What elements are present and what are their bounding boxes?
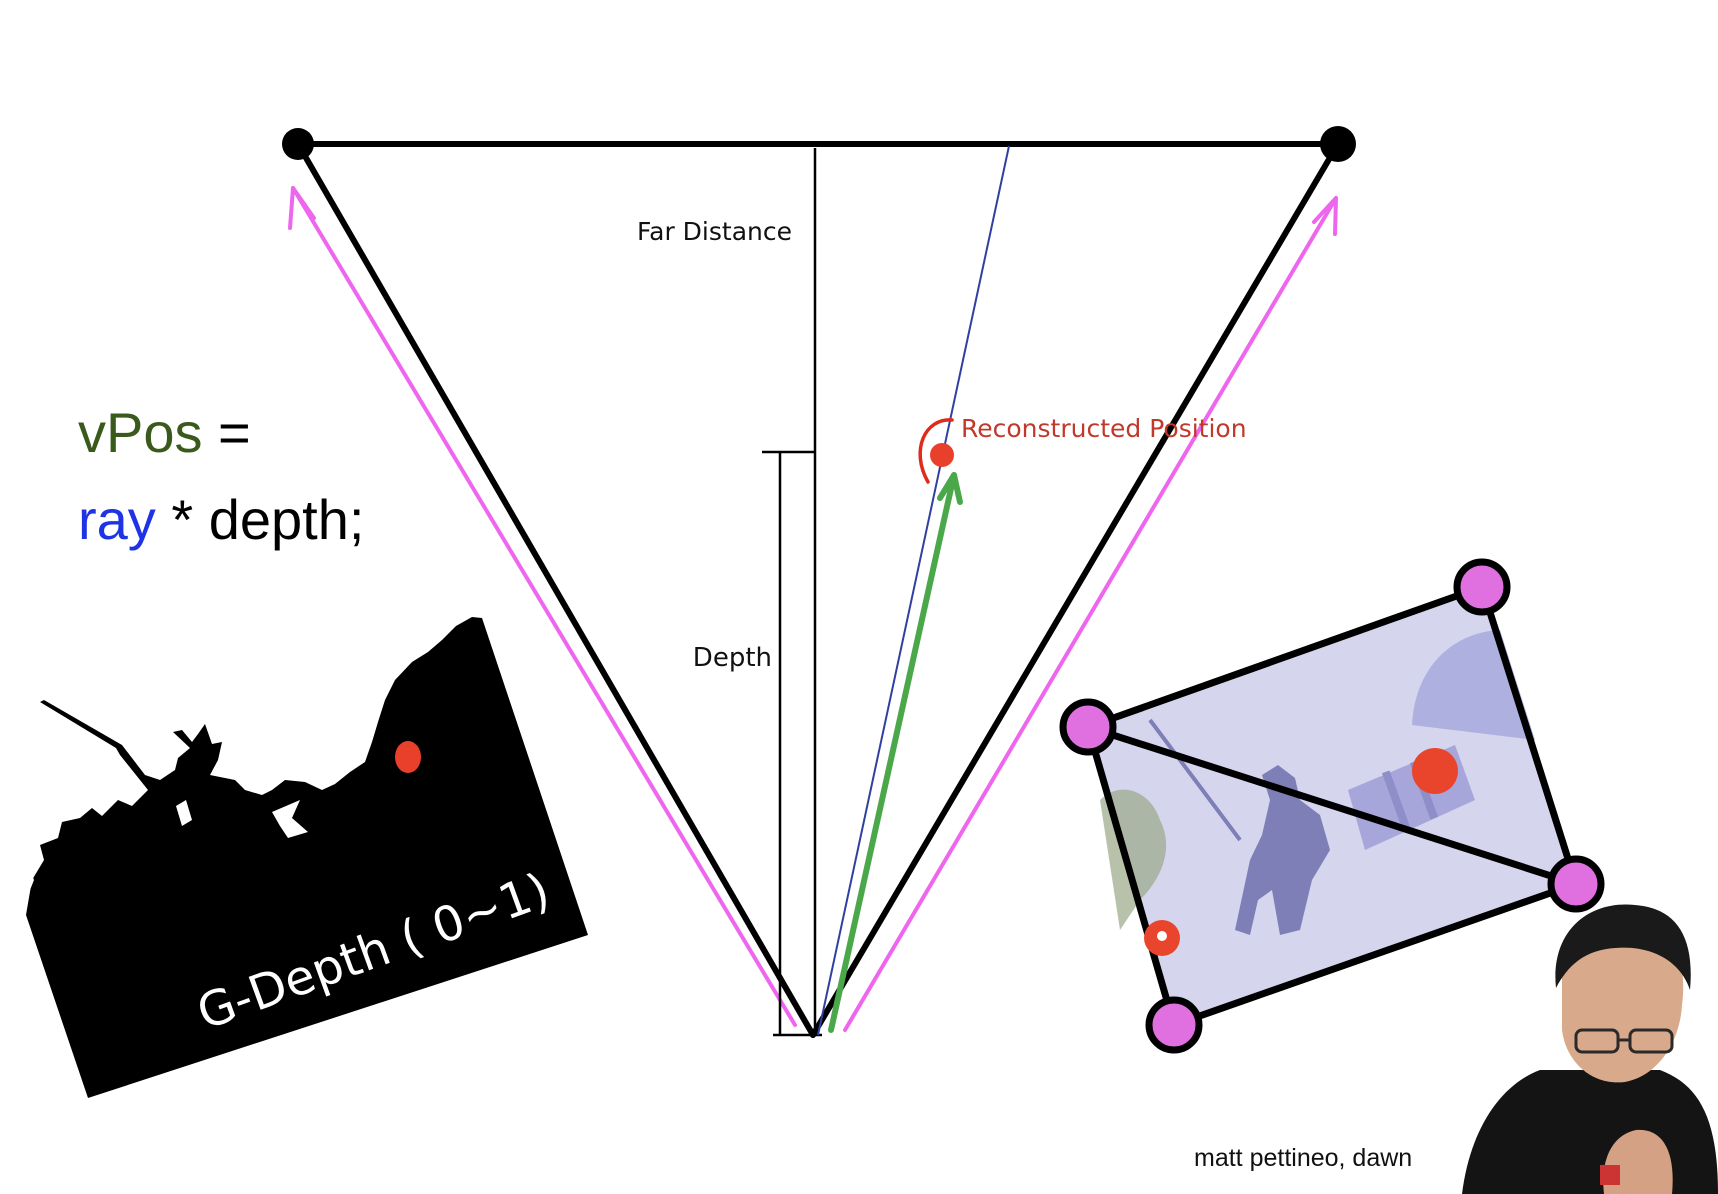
render-statue	[1235, 765, 1330, 935]
code-line-1: vPos =	[78, 405, 251, 461]
presenter-glasses	[1574, 1028, 1674, 1054]
far-plane-left-corner	[282, 128, 314, 160]
frustum-right-edge	[810, 141, 1341, 1038]
left-corner-ray-head	[288, 186, 316, 230]
annotation-red-arc	[918, 418, 954, 484]
frustum-left-edge	[295, 141, 816, 1038]
presenter-webcam	[1462, 904, 1718, 1194]
quad-vertex	[1547, 855, 1605, 913]
render-sample-point	[1412, 748, 1458, 794]
code-vpos: vPos	[78, 401, 203, 464]
corner-rays	[288, 186, 1338, 1032]
depth-bracket	[762, 450, 822, 1037]
right-corner-ray-head	[1312, 196, 1338, 236]
reconstructed-position-label: Reconstructed Position	[961, 414, 1247, 443]
view-frustum	[295, 141, 1341, 1038]
quad-diagonal	[1086, 723, 1578, 888]
screen-quad-render	[1059, 558, 1605, 1054]
left-corner-ray	[291, 186, 797, 1027]
reconstructed-vector	[828, 472, 963, 1033]
depth-label: Depth	[693, 643, 772, 673]
code-line-2: ray * depth;	[78, 492, 364, 548]
quad-vertex	[1453, 558, 1511, 616]
code-ray: ray	[78, 488, 156, 551]
reconstructed-position-point	[930, 443, 954, 467]
far-distance-label: Far Distance	[637, 217, 792, 246]
credit-text: matt pettineo, dawn	[1194, 1144, 1413, 1172]
g-depth-texture: G-Depth ( 0~1)	[26, 617, 588, 1098]
presenter-hand	[1603, 1129, 1673, 1194]
g-depth-silhouette	[26, 617, 588, 1098]
code-equals: =	[202, 401, 251, 464]
presenter-body	[1462, 1070, 1718, 1194]
presenter-head	[1562, 911, 1684, 1083]
quad-vertex	[1059, 698, 1117, 756]
pixel-view-ray	[817, 145, 1010, 1036]
code-rest: * depth;	[155, 488, 365, 551]
quad-vertex	[1145, 996, 1203, 1054]
right-corner-ray	[843, 196, 1338, 1032]
presenter-hair	[1555, 904, 1691, 990]
g-depth-sample-dot	[395, 741, 421, 773]
reconstructed-vector-head	[937, 472, 963, 505]
far-plane-right-corner	[1320, 126, 1356, 162]
